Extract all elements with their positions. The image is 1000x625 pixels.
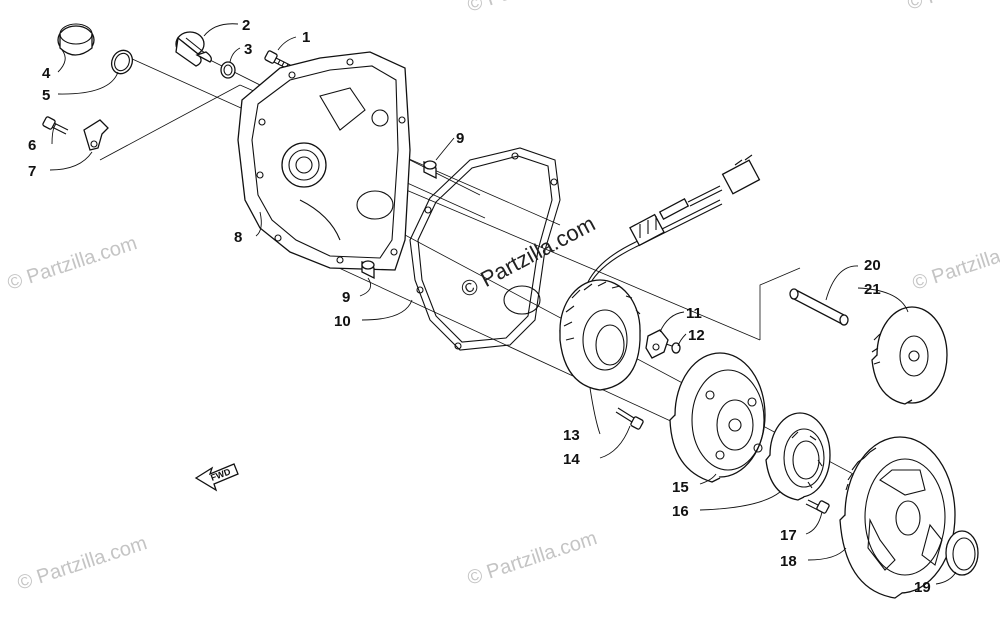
part-5-o-ring bbox=[110, 49, 134, 75]
part-11-sensor-bracket bbox=[645, 329, 669, 359]
part-13-stator bbox=[559, 279, 641, 391]
callout-15: 15 bbox=[672, 479, 689, 496]
part-20-shaft bbox=[789, 288, 849, 326]
callout-21: 21 bbox=[864, 281, 881, 298]
callout-12: 12 bbox=[688, 327, 705, 344]
callout-6: 6 bbox=[28, 137, 36, 154]
callout-5: 5 bbox=[42, 87, 50, 104]
watermark: © Partzilla.com bbox=[465, 0, 600, 17]
part-10-gasket bbox=[409, 147, 561, 351]
callout-4: 4 bbox=[42, 65, 51, 82]
part-17-bolt bbox=[805, 499, 830, 514]
callout-20: 20 bbox=[864, 257, 881, 274]
fwd-arrow-icon: FWD bbox=[194, 463, 239, 492]
part-14-bolt bbox=[615, 407, 644, 430]
part-9-dowel-pin-upper bbox=[423, 160, 437, 180]
part-2-plug bbox=[175, 31, 212, 67]
part-1-bolt bbox=[264, 50, 293, 71]
part-15-flywheel bbox=[669, 352, 766, 483]
part-19-o-ring bbox=[945, 530, 979, 576]
part-16-starter-clutch bbox=[765, 412, 831, 501]
callout-14: 14 bbox=[563, 451, 580, 468]
watermark: © Partzilla.com bbox=[15, 532, 150, 595]
callout-2: 2 bbox=[242, 17, 250, 34]
watermark: © Partzilla.com bbox=[465, 527, 600, 590]
callout-8: 8 bbox=[234, 229, 242, 246]
stator-wire-harness bbox=[587, 154, 761, 285]
leader-lines bbox=[49, 23, 957, 585]
callout-10: 10 bbox=[334, 313, 351, 330]
callout-19: 19 bbox=[914, 579, 931, 596]
part-9-dowel-pin-lower bbox=[361, 260, 375, 280]
callout-9-upper: 9 bbox=[456, 130, 464, 147]
part-7-bracket bbox=[83, 119, 109, 151]
callout-18: 18 bbox=[780, 553, 797, 570]
callout-7: 7 bbox=[28, 163, 36, 180]
part-21-idler-gear bbox=[871, 306, 948, 405]
callout-3: 3 bbox=[244, 41, 252, 58]
callout-11: 11 bbox=[686, 305, 702, 322]
callout-labels: 1 2 3 4 5 6 7 8 9 9 10 11 12 13 14 15 16… bbox=[28, 17, 931, 596]
watermark: © Partzilla.com bbox=[5, 232, 140, 295]
part-3-o-ring bbox=[220, 61, 236, 79]
callout-1: 1 bbox=[302, 29, 310, 46]
callout-13: 13 bbox=[563, 427, 580, 444]
part-4-plug bbox=[57, 23, 95, 56]
part-18-driven-gear bbox=[839, 436, 956, 599]
part-6-bolt bbox=[42, 116, 69, 135]
callout-9-lower: 9 bbox=[342, 289, 350, 306]
part-8-side-cover bbox=[237, 51, 411, 271]
callout-16: 16 bbox=[672, 503, 689, 520]
watermark: © Partzilla.com bbox=[910, 232, 1000, 295]
part-12-screw bbox=[665, 342, 681, 354]
watermark: © Partzilla.com bbox=[905, 0, 1000, 15]
callout-17: 17 bbox=[780, 527, 797, 544]
